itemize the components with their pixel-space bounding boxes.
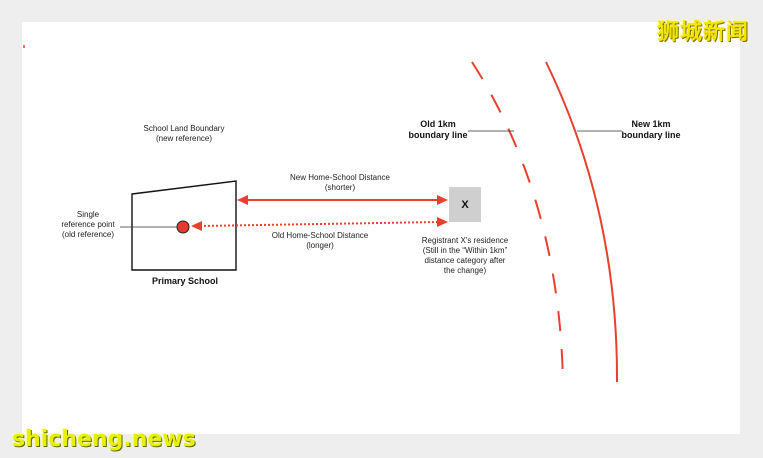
watermark-bottom-left: shicheng.news bbox=[12, 427, 196, 452]
school-land-boundary-label: School Land Boundary (new reference) bbox=[134, 124, 234, 144]
new-boundary-label: New 1km boundary line bbox=[618, 119, 684, 141]
old-boundary-label: Old 1km boundary line bbox=[405, 119, 471, 141]
old-boundary-line1: Old 1km bbox=[420, 119, 456, 129]
single-reference-line2: reference point bbox=[61, 220, 115, 229]
residence-label: Registrant X's residence (Still in the “… bbox=[410, 236, 520, 276]
old-distance-label: Old Home-School Distance (longer) bbox=[260, 231, 380, 251]
old-distance-line1: Old Home-School Distance bbox=[271, 231, 369, 240]
new-boundary-line bbox=[545, 61, 619, 383]
reference-point-dot bbox=[176, 220, 190, 234]
school-land-boundary-line2: (new reference) bbox=[155, 134, 213, 143]
new-distance-line2: (shorter) bbox=[324, 183, 356, 192]
residence-line1: Registrant X's residence bbox=[421, 236, 509, 245]
residence-line2: (Still in the “Within 1km” bbox=[422, 246, 508, 255]
new-distance-line1: New Home-School Distance bbox=[289, 173, 391, 182]
residence-x-box: X bbox=[449, 187, 481, 222]
old-distance-line2: (longer) bbox=[306, 241, 334, 250]
old-boundary-line2: boundary line bbox=[408, 130, 468, 140]
residence-x-label: X bbox=[461, 198, 469, 211]
new-distance-arrowhead-left bbox=[237, 195, 248, 205]
watermark-top-right: 狮城新闻 bbox=[656, 20, 749, 45]
school-land-boundary-line1: School Land Boundary bbox=[143, 124, 225, 133]
old-distance-arrowhead-left bbox=[191, 221, 202, 231]
new-boundary-line1: New 1km bbox=[631, 119, 671, 129]
residence-line4: the change) bbox=[443, 266, 487, 275]
single-reference-label: Single reference point (old reference) bbox=[48, 210, 128, 240]
residence-line3: distance category after bbox=[424, 256, 506, 265]
single-reference-line3: (old reference) bbox=[61, 230, 115, 239]
new-distance-label: New Home-School Distance (shorter) bbox=[280, 173, 400, 193]
old-distance-arrowhead-right bbox=[437, 217, 448, 227]
new-distance-arrowhead-right bbox=[437, 195, 448, 205]
new-boundary-line2: boundary line bbox=[621, 130, 681, 140]
old-boundary-line bbox=[471, 61, 564, 385]
single-reference-line1: Single bbox=[76, 210, 100, 219]
primary-school-label: Primary School bbox=[151, 276, 219, 286]
